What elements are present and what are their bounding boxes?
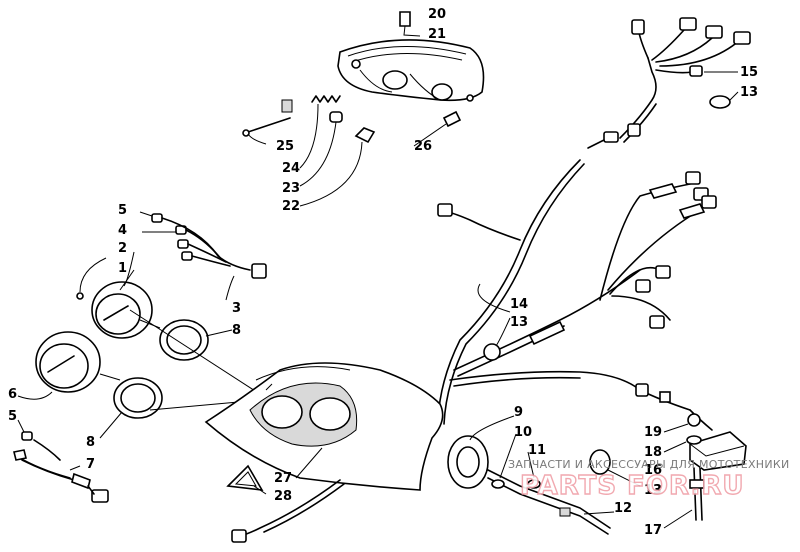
lower-harness-lead (231, 479, 345, 543)
callout-25: 25 (276, 139, 294, 154)
callout-11: 11 (528, 443, 546, 458)
callout-21: 21 (428, 27, 446, 42)
headlight-harness (587, 17, 751, 149)
switch-housing (663, 409, 747, 529)
gauge-harness-upper (139, 211, 267, 301)
watermark-tagline: ЗАПЧАСТИ И АКСЕССУАРЫ ДЛЯ МОТОТЕХНИКИ (508, 458, 790, 471)
callout-12: 12 (614, 501, 632, 516)
callout-10: 10 (514, 425, 532, 440)
callout-28: 28 (274, 489, 292, 504)
dash-panel (204, 362, 444, 491)
throttle-cable-assembly (447, 415, 615, 535)
callout-27: 27 (274, 471, 292, 486)
watermark-logo-text: PARTS FOR.RU (520, 471, 745, 501)
callout-labels: 20 21 15 13 25 24 23 22 26 5 4 2 1 3 8 1… (8, 7, 758, 538)
callout-26: 26 (414, 139, 432, 154)
callout-19: 19 (644, 425, 662, 440)
callout-7: 7 (86, 457, 95, 472)
callout-13-top: 13 (740, 85, 758, 100)
callout-22: 22 (282, 199, 300, 214)
callout-5-upper: 5 (118, 203, 127, 218)
callout-24: 24 (282, 161, 300, 176)
callout-3: 3 (232, 301, 241, 316)
callout-9: 9 (514, 405, 523, 420)
headlight-assembly (242, 11, 485, 207)
clamp-13 (589, 449, 641, 487)
callout-13-mid: 13 (510, 315, 528, 330)
callout-6: 6 (8, 387, 17, 402)
callout-14: 14 (510, 297, 528, 312)
callout-2: 2 (118, 241, 127, 256)
main-wiring-harness (437, 159, 717, 425)
callout-8-lower: 8 (86, 435, 95, 450)
callout-15: 15 (740, 65, 758, 80)
callout-13-low: 13 (644, 483, 662, 498)
callout-16: 16 (644, 463, 662, 478)
callout-17: 17 (644, 523, 662, 538)
callout-1: 1 (118, 261, 127, 276)
callout-20: 20 (428, 7, 446, 22)
callout-18: 18 (644, 445, 662, 460)
callout-23: 23 (282, 181, 300, 196)
speedometer-gauge (17, 331, 121, 400)
callout-8-upper: 8 (232, 323, 241, 338)
callout-4: 4 (118, 223, 127, 238)
gauge-harness-lower (13, 419, 109, 503)
callout-5-lower: 5 (8, 409, 17, 424)
warning-decal (226, 464, 267, 495)
watermark: ЗАПЧАСТИ И АКСЕССУАРЫ ДЛЯ МОТОТЕХНИКИ PA… (508, 458, 790, 502)
